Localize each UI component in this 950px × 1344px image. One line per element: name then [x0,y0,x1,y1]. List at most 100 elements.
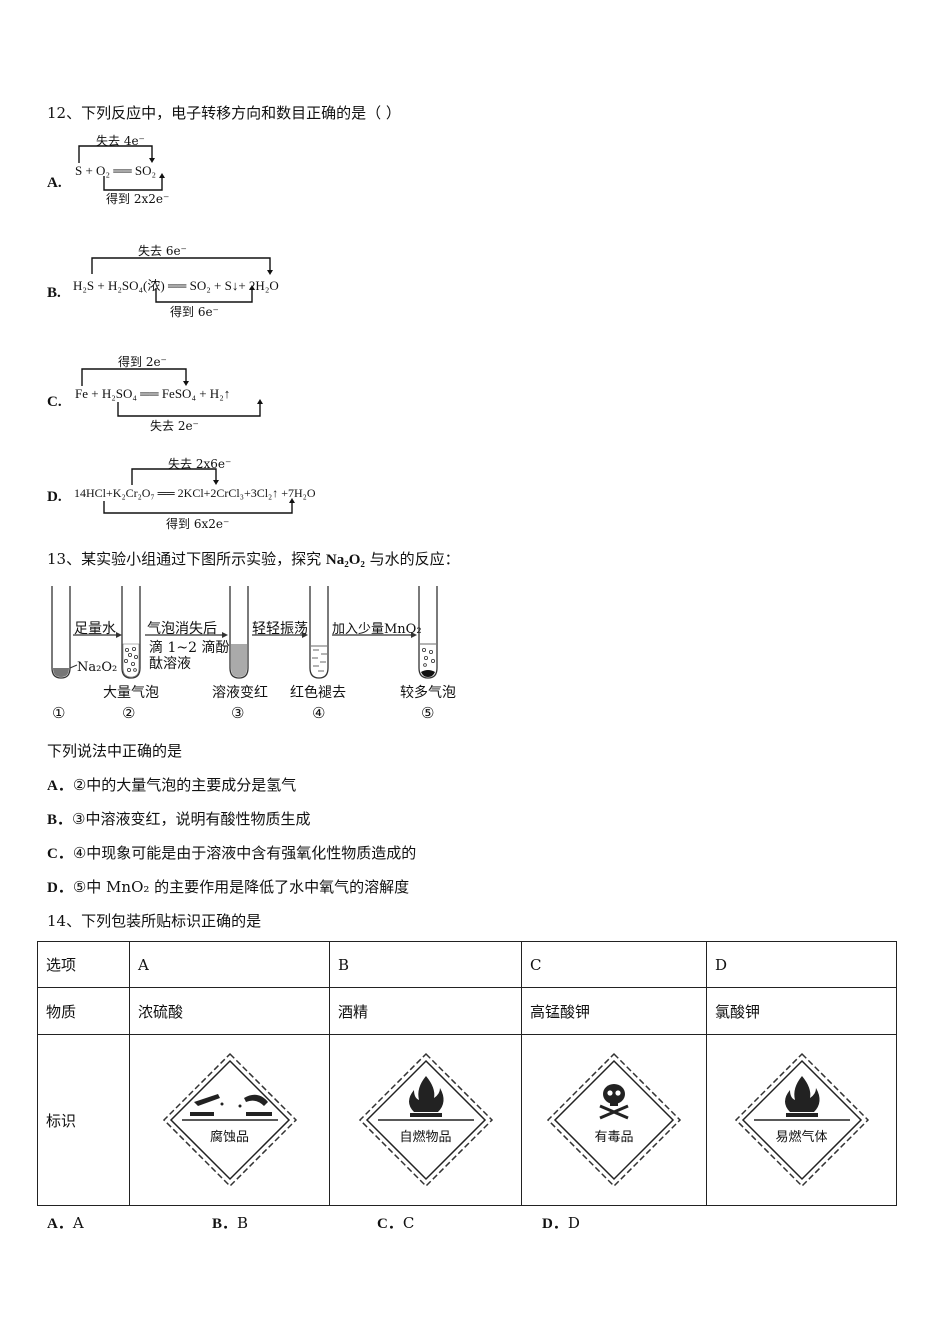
column-a-header: A [129,941,330,988]
q14-stem: 14、下列包装所贴标识正确的是 [47,912,262,930]
q13-step-5: ⑤ [421,704,435,722]
q13-option-d: D．⑤中 MnO₂ 的主要作用是降低了水中氧气的溶解度 [47,876,409,897]
substance-b: 酒精 [329,987,522,1035]
corrosive-sign: 腐蚀品 [160,1050,300,1190]
q13-arrow-label-5: 轻轻振荡 [252,621,308,637]
flammable-gas-sign: 易燃气体 [732,1050,872,1190]
q14-answer-d-text: D [567,1214,580,1232]
electron-transfer-arrows-d [103,468,295,514]
q13-option-a: A．②中的大量气泡的主要成分是氢气 [47,774,296,795]
q12-option-c-label: C. [47,394,62,410]
q12-c-equation: Fe + H₂SO₄ ══ FeSO₄ + H₂↑ [75,386,231,401]
q14-answer-c-label: C． [377,1216,403,1232]
electron-transfer-arrows-a [78,145,165,191]
sign-b-text: 自燃物品 [399,1130,452,1145]
q14-answer-b-label: B． [212,1216,238,1232]
q13-observation-5: 较多气泡 [400,685,456,701]
q12-option-d-label: D. [47,489,62,505]
test-tubes-illustration [51,586,438,679]
q13-option-d-text: ⑤中 MnO₂ 的主要作用是降低了水中氧气的溶解度 [72,878,410,896]
q13-arrow-label-6: 加入少量MnO₂ [332,622,422,637]
flame-icon [358,1052,493,1188]
substance-c: 高锰酸钾 [521,987,707,1035]
q12-a-bottom-label: 得到 2x2e⁻ [106,192,170,206]
q14-label-table: 选项 A B C D 物质 浓硫酸 酒精 高锰酸钾 氯酸钾 标识 [37,941,897,1206]
q13-step-1: ① [52,704,66,722]
spontaneously-combustible-sign: 自燃物品 [356,1050,496,1190]
q14-answer-options: A．A B．B C．C D．D [0,1212,950,1236]
q12-option-d-equation-block: 失去 2x6e⁻ 14HCl+K₂Cr₂O₇ ══ 2KCl+2CrCl₃+3C… [70,455,370,531]
sign-cell-d: 易燃气体 [706,1034,897,1206]
q13-stem: 13、某实验小组通过下图所示实验，探究 Na₂O₂ 与水的反应： [47,548,460,569]
toxic-sign: 有毒品 [544,1050,684,1190]
q13-experiment-diagram: 足量水 气泡消失后 滴 1~2 滴酚 酞溶液 轻轻振荡 加入少量MnO₂ Na₂… [40,580,480,725]
column-c-header: C [521,941,707,988]
q13-reagent-label: Na₂O₂ [77,660,118,675]
q13-observation-2: 大量气泡 [103,685,159,701]
substance-a: 浓硫酸 [129,987,330,1035]
corrosive-icon [162,1052,297,1188]
q14-answer-a-label: A． [47,1216,73,1232]
column-d-header: D [706,941,897,988]
q14-answer-c-text: C [402,1214,415,1232]
q13-stem-post: 与水的反应： [364,550,460,568]
q13-option-a-text: ②中的大量气泡的主要成分是氢气 [72,776,297,794]
q13-step-4: ④ [312,704,326,722]
q14-answer-b: B．B [212,1212,248,1233]
table-row: 标识 腐蚀品 [37,1034,897,1206]
q14-answer-a: A．A [47,1212,84,1233]
q12-a-equation: S + O₂ ══ SO₂ [75,163,157,178]
q12-option-b-equation-block: 失去 6e⁻ H₂S + H₂SO₄(浓) ══ SO₂ + S↓+ 2H₂O … [70,240,370,320]
q12-b-top-label: 失去 6e⁻ [138,244,187,258]
table-row: 物质 浓硫酸 酒精 高锰酸钾 氯酸钾 [37,987,897,1035]
q14-answer-d: D．D [542,1212,580,1233]
sign-cell-a: 腐蚀品 [129,1034,330,1206]
q14-answer-a-text: A [72,1214,84,1232]
sign-cell-c: 有毒品 [521,1034,707,1206]
sign-d-text: 易燃气体 [775,1130,828,1145]
q13-stem-chem: Na₂O₂ [325,552,365,568]
flame-icon [734,1052,869,1188]
q13-step-2: ② [122,704,136,722]
q13-option-c: C．④中现象可能是由于溶液中含有强氧化性物质造成的 [47,842,416,863]
q13-option-a-label: A． [47,778,73,794]
q13-prompt: 下列说法中正确的是 [47,742,183,760]
q12-option-a-equation-block: 失去 4e⁻ S + O₂ ══ SO₂ 得到 2x2e⁻ [70,132,190,207]
skull-icon [546,1052,682,1188]
q13-option-b: B．③中溶液变红，说明有酸性物质生成 [47,808,310,829]
q13-option-b-label: B． [47,812,73,828]
q12-d-top-label: 失去 2x6e⁻ [168,457,232,471]
q13-stem-pre: 13、某实验小组通过下图所示实验，探究 [47,550,326,568]
q13-option-c-label: C． [47,846,73,862]
table-row: 选项 A B C D [37,941,897,988]
q12-stem: 12、下列反应中，电子转移方向和数目正确的是（ ） [47,104,401,122]
sign-a-text: 腐蚀品 [209,1130,249,1145]
q12-option-c-equation-block: 得到 2e⁻ Fe + H₂SO₄ ══ FeSO₄ + H₂↑ 失去 2e⁻ [70,352,290,433]
q12-d-bottom-label: 得到 6x2e⁻ [166,517,230,531]
electron-transfer-arrows-c [81,368,263,417]
sign-c-text: 有毒品 [594,1130,634,1145]
q12-d-equation: 14HCl+K₂Cr₂O₇ ══ 2KCl+2CrCl₃+3Cl₂↑ +7H₂O [74,486,316,500]
row-header-option: 选项 [37,941,130,988]
electron-transfer-arrows-b [91,257,273,303]
substance-d: 氯酸钾 [706,987,897,1035]
sign-cell-b: 自燃物品 [329,1034,522,1206]
q12-b-equation: H₂S + H₂SO₄(浓) ══ SO₂ + S↓+ 2H₂O [73,278,279,293]
q12-b-bottom-label: 得到 6e⁻ [170,305,219,319]
row-header-substance: 物质 [37,987,130,1035]
q12-option-a-label: A. [47,175,62,191]
q13-option-b-text: ③中溶液变红，说明有酸性物质生成 [72,810,311,828]
q14-answer-b-text: B [237,1214,249,1232]
row-header-sign: 标识 [37,1034,130,1206]
q12-c-bottom-label: 失去 2e⁻ [150,419,199,433]
q12-a-top-label: 失去 4e⁻ [96,134,145,148]
q13-observation-3: 溶液变红 [212,685,268,701]
q12-option-b-label: B. [47,285,61,301]
q14-answer-c: C．C [377,1212,414,1233]
q13-arrow-label-1: 足量水 [74,621,116,637]
q13-step-3: ③ [231,704,245,722]
q13-arrow-label-4: 酞溶液 [149,656,191,672]
q13-arrow-label-3: 滴 1~2 滴酚 [149,640,230,656]
q13-option-c-text: ④中现象可能是由于溶液中含有强氧化性物质造成的 [72,844,417,862]
q13-arrow-label-2: 气泡消失后 [147,621,217,637]
